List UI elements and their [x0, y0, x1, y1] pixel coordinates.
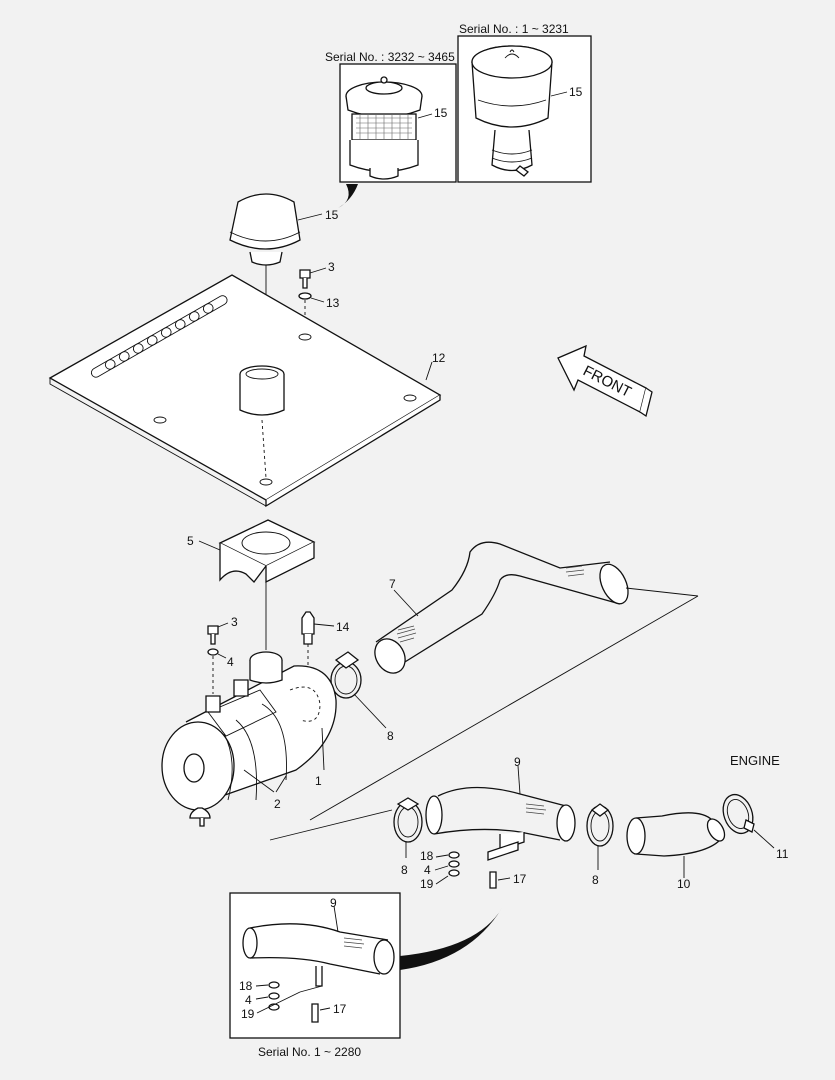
callout-7: 7: [389, 577, 396, 591]
pre-cleaner-cap: 15: [229, 193, 339, 266]
inset-serial-3232-3465: Serial No. : 3232 ~ 3465 15: [325, 50, 457, 183]
inset-serial-1-2280: Serial No. 1 ~ 2280 9 18 4 19 17: [229, 892, 401, 1059]
callout-5: 5: [187, 534, 194, 548]
callout-10: 10: [677, 877, 691, 891]
callout-9-inset: 9: [330, 896, 337, 910]
callout-15-inset-left: 15: [434, 106, 448, 120]
hose-clamp-left: 8: [393, 797, 423, 877]
hose-clamp-right: 8: [586, 803, 614, 887]
callout-19-inset: 19: [241, 1007, 255, 1021]
air-cleaner-body: 1 2: [161, 651, 337, 827]
callout-8-right: 8: [592, 873, 599, 887]
callout-11: 11: [776, 847, 789, 861]
callout-2: 2: [274, 797, 281, 811]
callout-9: 9: [514, 755, 521, 769]
callout-3-top: 3: [328, 260, 335, 274]
inset-serial-label: Serial No. : 1 ~ 3231: [459, 22, 569, 36]
intake-hose: 7: [374, 541, 629, 674]
callout-15: 15: [325, 208, 339, 222]
callout-15-inset-right: 15: [569, 85, 583, 99]
hose-clamp-engine: 11: [722, 793, 789, 861]
callout-3: 3: [231, 615, 238, 629]
mounting-bracket: 5: [187, 519, 316, 584]
callout-17: 17: [513, 872, 527, 886]
callout-18-inset: 18: [239, 979, 253, 993]
inset-serial-1-3231: Serial No. : 1 ~ 3231 15: [457, 22, 592, 183]
callout-18: 18: [420, 849, 434, 863]
callout-8-left: 8: [401, 863, 408, 877]
hose-clamp-upper: 8: [330, 651, 394, 743]
callout-4-inset: 4: [245, 993, 252, 1007]
bolt-washer-top: 3 13: [298, 260, 340, 332]
inset-serial-label: Serial No. 1 ~ 2280: [258, 1045, 361, 1059]
callout-1: 1: [315, 774, 322, 788]
inset-serial-label: Serial No. : 3232 ~ 3465: [325, 50, 455, 64]
rubber-elbow: 10: [626, 812, 726, 891]
callout-17-inset: 17: [333, 1002, 347, 1016]
intake-pipe: 9 18 4 19 17: [420, 755, 576, 891]
bolt-washer-left: 3 4: [207, 615, 238, 694]
engine-label: ENGINE: [730, 753, 780, 768]
callout-19: 19: [420, 877, 434, 891]
cover-plate: 12: [48, 274, 446, 508]
pointer-arrow-bottom: [400, 908, 502, 970]
callout-13: 13: [326, 296, 340, 310]
callout-8-upper: 8: [387, 729, 394, 743]
pointer-arrow: [338, 184, 358, 208]
callout-12: 12: [432, 351, 446, 365]
callout-4: 4: [227, 655, 234, 669]
callout-4-mid: 4: [424, 863, 431, 877]
front-direction-arrow: FRONT: [557, 344, 653, 418]
callout-14: 14: [336, 620, 350, 634]
